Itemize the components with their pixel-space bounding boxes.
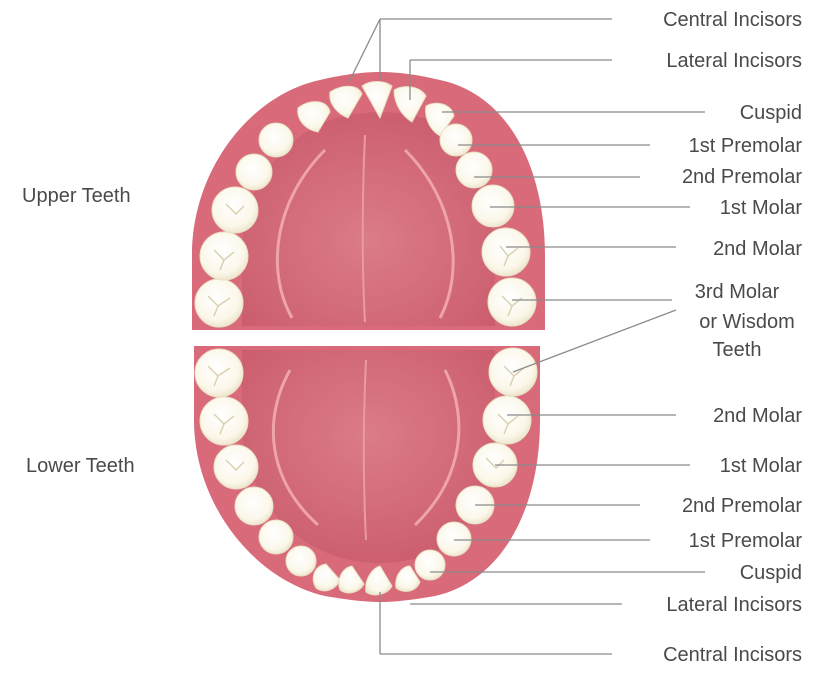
upper-tooth-3rd-molar-left	[194, 278, 244, 328]
upper-tooth-1st-premolar-right	[455, 151, 493, 189]
upper-teeth-label: Upper Teeth	[22, 185, 131, 207]
label-upper-central-incisors: Central Incisors	[663, 9, 802, 31]
lower-tooth-cuspid-right	[414, 549, 446, 581]
upper-labels: Central Incisors Lateral Incisors Cuspid…	[663, 9, 802, 260]
label-upper-lateral-incisors: Lateral Incisors	[666, 50, 802, 72]
upper-arch	[192, 72, 545, 330]
lower-ridge-right	[413, 369, 461, 527]
lower-tooth-lateral-incisor-left	[312, 563, 341, 592]
upper-tooth-2nd-molar-right	[487, 277, 537, 327]
label-lower-cuspid: Cuspid	[740, 562, 802, 584]
upper-tooth-1st-molar-right	[481, 227, 531, 277]
lower-ridge-left	[271, 369, 320, 527]
lower-tooth-1st-molar-left	[213, 444, 259, 490]
lower-tooth-2nd-molar-right	[482, 395, 532, 445]
label-wisdom-line1: 3rd Molar	[695, 281, 780, 303]
upper-tooth-1st-molar-left	[211, 186, 259, 234]
lower-tooth-central-incisor-right	[365, 565, 393, 596]
label-wisdom-line3: Teeth	[713, 339, 762, 361]
upper-palate-ridge-right	[403, 148, 455, 319]
upper-tooth-1st-premolar-left	[258, 122, 294, 158]
upper-tooth-2nd-premolar-right	[471, 184, 515, 228]
label-lower-1st-molar: 1st Molar	[720, 455, 803, 477]
lower-teeth-label: Lower Teeth	[26, 455, 135, 477]
molar-grooves	[207, 203, 525, 471]
leader-lines	[348, 18, 705, 655]
lower-tooth-cuspid-left	[285, 545, 317, 577]
lower-tooth-1st-premolar-right	[436, 521, 472, 557]
label-upper-1st-molar: 1st Molar	[720, 197, 803, 219]
upper-tooth-cuspid-right	[439, 123, 473, 157]
upper-palate-midline	[361, 134, 366, 323]
label-lower-2nd-premolar: 2nd Premolar	[682, 495, 802, 517]
upper-tooth-central-incisor-right	[393, 86, 427, 123]
label-lower-lateral-incisors: Lateral Incisors	[666, 594, 802, 616]
lower-tooth-3rd-molar-left	[194, 348, 244, 398]
lower-tooth-central-incisor-left	[338, 565, 365, 594]
lower-tooth-1st-premolar-left	[258, 519, 294, 555]
upper-tooth-lateral-incisor-left	[329, 85, 363, 119]
wisdom-label: 3rd Molar or Wisdom Teeth	[695, 281, 795, 361]
lower-tongue-area	[242, 350, 495, 563]
label-upper-2nd-premolar: 2nd Premolar	[682, 166, 802, 188]
lower-labels: 2nd Molar 1st Molar 2nd Premolar 1st Pre…	[663, 405, 802, 666]
label-lower-1st-premolar: 1st Premolar	[689, 530, 803, 552]
label-lower-central-incisors: Central Incisors	[663, 644, 802, 666]
upper-tooth-2nd-premolar-left	[235, 153, 273, 191]
label-upper-1st-premolar: 1st Premolar	[689, 135, 803, 157]
upper-palate	[242, 112, 495, 326]
label-wisdom-line2: or Wisdom	[699, 311, 795, 333]
lower-arch	[194, 346, 540, 602]
label-upper-cuspid: Cuspid	[740, 102, 802, 124]
upper-palate-ridge-left	[275, 148, 327, 319]
lower-midline	[362, 359, 367, 541]
label-upper-2nd-molar: 2nd Molar	[713, 238, 802, 260]
upper-tooth-central-incisor-left	[361, 81, 393, 120]
lower-tooth-2nd-molar-left	[199, 396, 249, 446]
lower-tooth-lateral-incisor-right	[395, 565, 421, 592]
label-lower-2nd-molar: 2nd Molar	[713, 405, 802, 427]
upper-tooth-cuspid-left	[297, 101, 331, 133]
lower-tooth-2nd-premolar-left	[234, 486, 274, 526]
upper-tooth-2nd-molar-left	[199, 231, 249, 281]
